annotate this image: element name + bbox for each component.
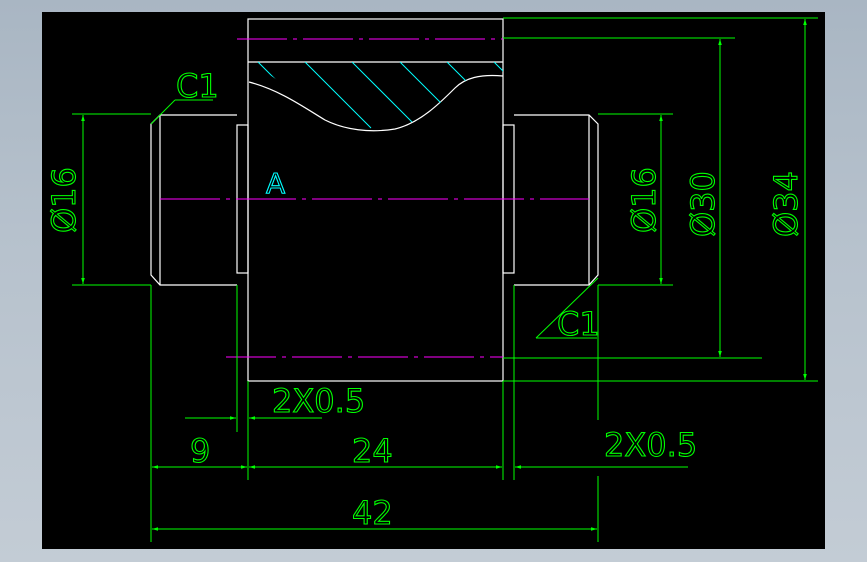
drawing-canvas: C1 C1 2X0.5 2X0.5 9 24 42 Ø16 Ø16 Ø30 Ø3… <box>42 12 825 549</box>
length-label-total: 42 <box>352 494 393 532</box>
diameter-label-right-journal: Ø16 <box>625 167 663 233</box>
chamfer-label-right: C1 <box>557 305 600 343</box>
part-outline <box>150 18 599 382</box>
undercut-label-left: 2X0.5 <box>272 382 365 420</box>
dimension-text: C1 C1 2X0.5 2X0.5 9 24 42 Ø16 Ø16 Ø30 Ø3… <box>44 66 805 532</box>
undercut-label-right: 2X0.5 <box>604 426 697 464</box>
chamfer-label-left: C1 <box>176 67 219 105</box>
diameter-label-outer: Ø34 <box>767 171 805 237</box>
section-hatch <box>257 62 503 130</box>
dimensions <box>72 17 818 542</box>
gear-body <box>247 18 504 382</box>
view-label: A <box>266 167 285 200</box>
left-journal <box>150 114 237 286</box>
diameter-label-root: Ø30 <box>684 171 722 237</box>
length-label-journal: 9 <box>190 432 210 470</box>
diameter-label-left-journal: Ø16 <box>45 167 83 233</box>
centerlines <box>160 38 589 358</box>
length-label-body: 24 <box>352 432 393 470</box>
right-journal <box>514 114 599 286</box>
gear-shaft-drawing: C1 C1 2X0.5 2X0.5 9 24 42 Ø16 Ø16 Ø30 Ø3… <box>44 17 818 542</box>
section-break-curve <box>248 74 504 132</box>
